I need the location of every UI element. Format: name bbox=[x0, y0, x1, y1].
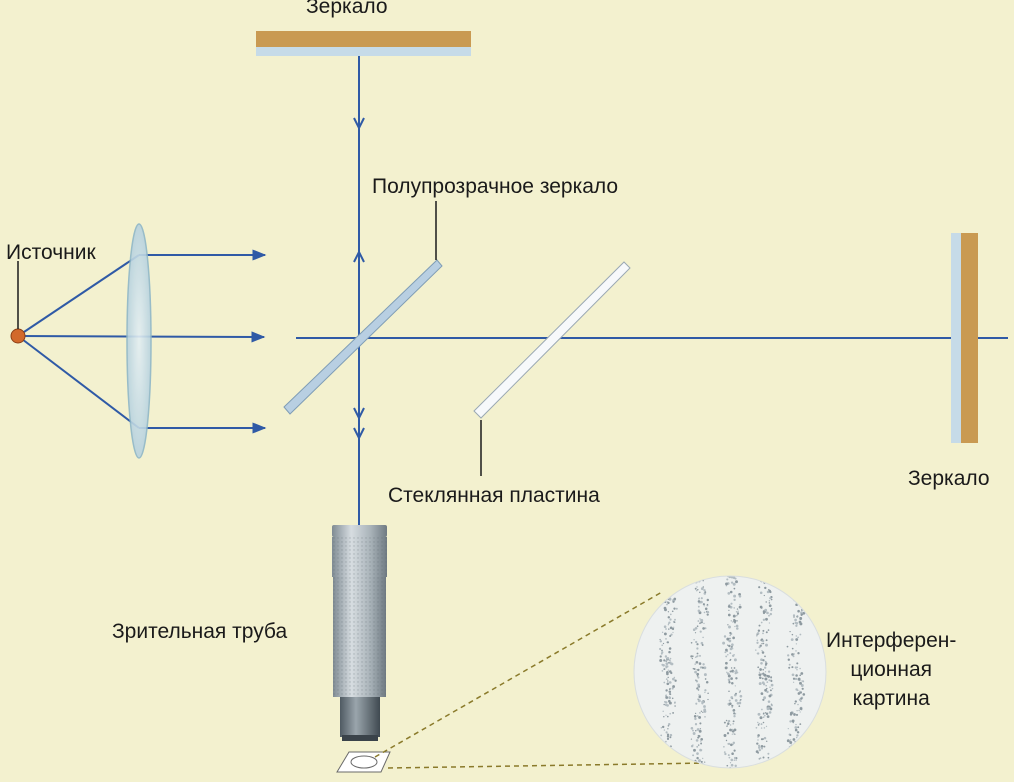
mirror-right-label: Зеркало bbox=[908, 467, 990, 490]
source-label: Источник bbox=[6, 241, 96, 264]
telescope bbox=[332, 525, 387, 741]
collimating-lens bbox=[126, 223, 152, 459]
source-rays bbox=[17, 249, 267, 434]
interference-pattern-label: Интерферен- ционная картина bbox=[826, 629, 957, 710]
mirror-right bbox=[951, 233, 978, 443]
pattern-leaders bbox=[374, 591, 709, 769]
glass-plate-label: Стеклянная пластина bbox=[388, 484, 600, 507]
fringe-band bbox=[755, 576, 774, 767]
half-mirror-label: Полупрозрачное зеркало bbox=[372, 175, 619, 198]
half-mirror bbox=[283, 259, 443, 415]
screen-card bbox=[336, 751, 391, 773]
vertical-beam bbox=[353, 56, 365, 528]
telescope-label: Зрительная труба bbox=[112, 620, 288, 643]
light-source bbox=[10, 328, 26, 344]
interference-pattern bbox=[633, 575, 827, 769]
mirror-top bbox=[256, 31, 471, 56]
fringe-band bbox=[722, 576, 743, 768]
mirror-top-label: Зеркало bbox=[306, 0, 388, 18]
glass-plate bbox=[473, 261, 631, 419]
